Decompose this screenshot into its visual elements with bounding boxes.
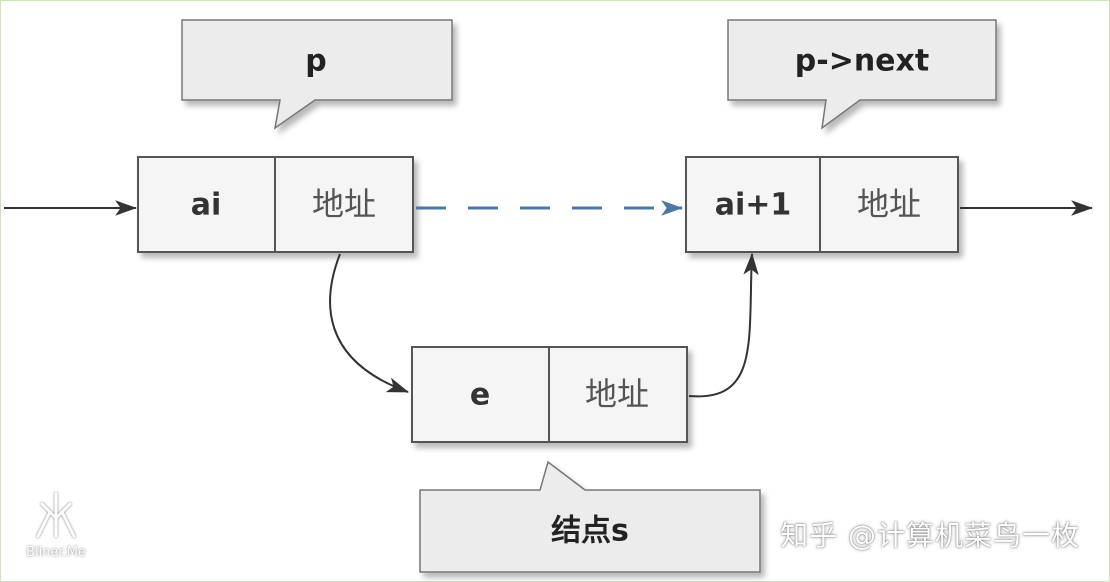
node-ai-data: ai bbox=[191, 188, 222, 223]
node-ai bbox=[137, 156, 414, 253]
node-ai-addr: 地址 bbox=[312, 185, 376, 223]
node-ai-plus-1-data: ai+1 bbox=[715, 188, 792, 223]
e-to-ai-plus-1-arrow bbox=[688, 252, 759, 398]
ai-to-e-arrow bbox=[329, 253, 410, 393]
node-ai-plus-1 bbox=[685, 156, 959, 253]
callout-p-label: p bbox=[305, 44, 326, 79]
callout-p-next-label: p->next bbox=[795, 44, 929, 79]
callout-p: p bbox=[181, 19, 453, 130]
node-e bbox=[411, 346, 688, 443]
node-ai-plus-1-addr: 地址 bbox=[857, 185, 921, 223]
node-e-data: e bbox=[470, 378, 490, 413]
logo-icon bbox=[36, 492, 76, 538]
callout-node-s-label: 结点s bbox=[551, 514, 629, 549]
logo: Bliner.Me bbox=[16, 490, 96, 560]
callout-p-next: p->next bbox=[727, 19, 997, 130]
node-e-addr: 地址 bbox=[585, 375, 649, 413]
callout-node-s: 结点s bbox=[419, 460, 761, 573]
logo-text: Bliner.Me bbox=[26, 545, 86, 560]
watermark: 知乎 @计算机菜鸟一枚 bbox=[780, 519, 1080, 552]
